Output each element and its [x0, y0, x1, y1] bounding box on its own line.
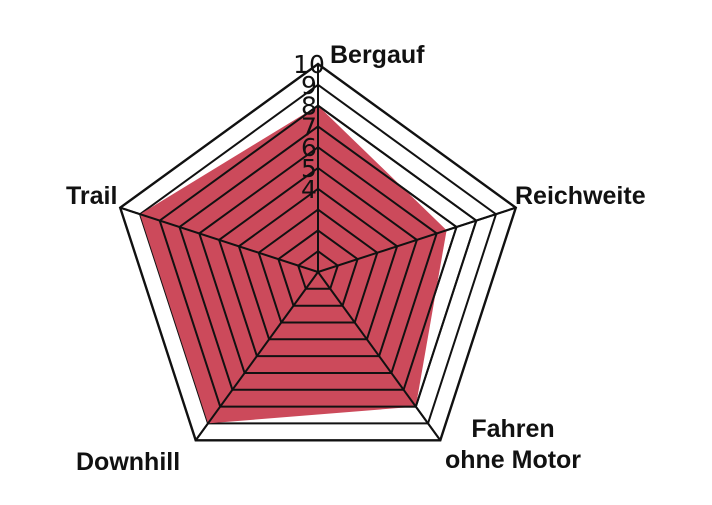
- grid-ring-overlay-1: [297, 249, 339, 290]
- grid-ring-overlay-2: [277, 229, 359, 307]
- tick-label-6: 6: [301, 133, 317, 162]
- inner-grid: [119, 64, 517, 441]
- grid-ring-overlay-4: [237, 187, 399, 341]
- grid-ring-overlay-8: [158, 104, 478, 408]
- axis-spoke-overlay-5: [119, 206, 319, 273]
- grid-ring-overlay-6: [198, 145, 438, 374]
- grid-ring-overlay-5: [217, 166, 419, 358]
- axis-label-1: Bergauf: [330, 41, 425, 69]
- tick-label-7: 7: [301, 112, 317, 141]
- tick-label-10: 10: [293, 50, 325, 79]
- axis-label-3-line-1: Fahren: [471, 415, 554, 443]
- tick-label-9: 9: [301, 71, 317, 100]
- axis-label-3-line-2: ohne Motor: [445, 446, 581, 474]
- grid-ring-overlay-3: [257, 208, 379, 324]
- grid-ring-10: [118, 62, 518, 442]
- grid-ring-9: [138, 83, 498, 425]
- axis-label-2: Reichweite: [515, 182, 646, 210]
- axis-spoke-overlay-4: [194, 271, 319, 441]
- axis-label-4: Downhill: [76, 448, 180, 476]
- axis-spoke-overlay-3: [317, 271, 442, 441]
- axis-spoke-overlay-2: [317, 206, 517, 273]
- tick-label-5: 5: [301, 154, 317, 183]
- grid-ring-overlay-7: [178, 125, 458, 391]
- tick-label-8: 8: [301, 92, 317, 121]
- tick-label-4: 4: [301, 175, 317, 204]
- axis-label-5: Trail: [66, 182, 117, 210]
